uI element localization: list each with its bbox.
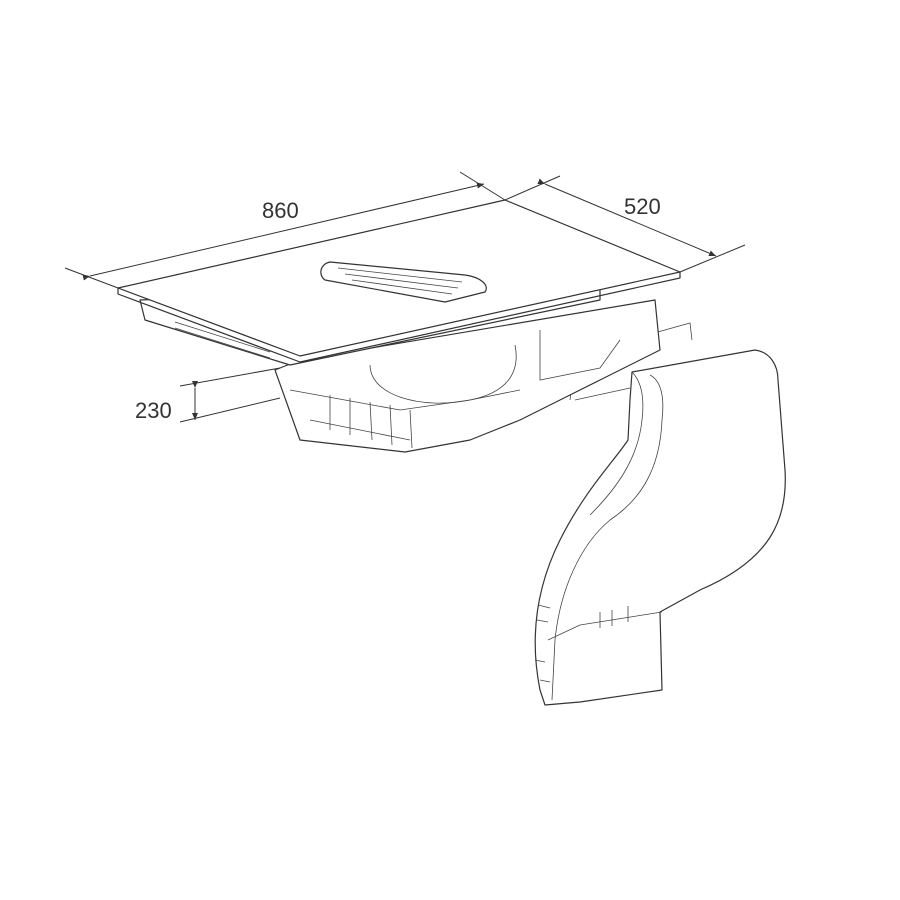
depth-dimension: 520 [504,175,746,273]
height-dimension: 230 [135,367,281,423]
width-dimension: 860 [64,171,506,289]
height-label: 230 [135,398,172,423]
exhaust-duct [534,322,786,706]
width-label: 860 [262,198,299,223]
depth-label: 520 [624,194,661,219]
